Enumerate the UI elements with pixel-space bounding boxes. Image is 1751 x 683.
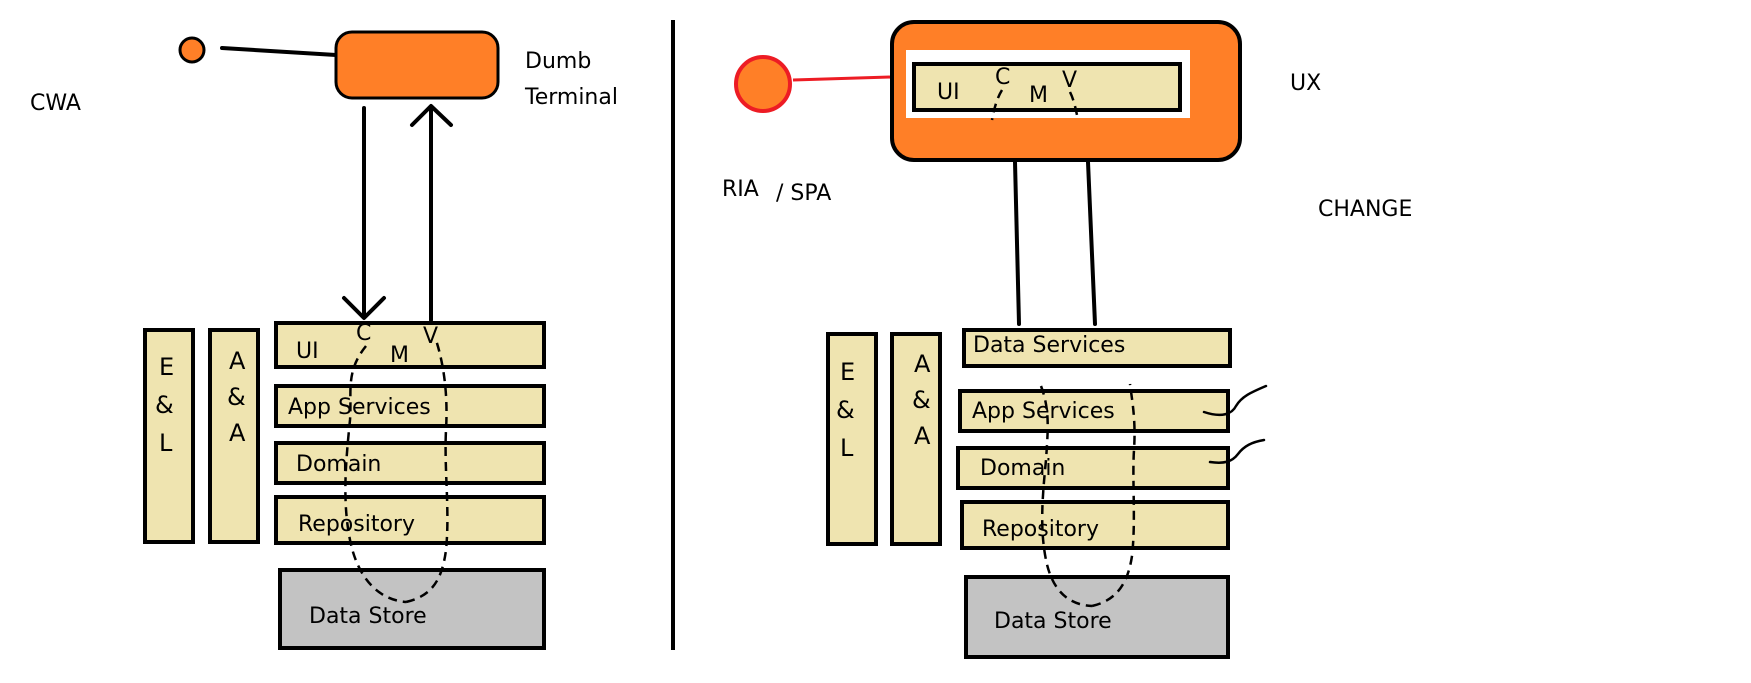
right-connector-right — [1086, 160, 1097, 326]
right-c-label: C — [995, 65, 1010, 90]
right-el-2: & — [836, 396, 855, 424]
right-data-store-label: Data Store — [994, 609, 1112, 634]
right-app-services-label: App Services — [972, 399, 1115, 424]
left-data-store-label: Data Store — [309, 604, 427, 629]
left-user-connector — [220, 46, 338, 57]
right-ui-flow-c — [990, 89, 1004, 121]
right-connector-left — [1013, 160, 1021, 326]
spa-title: / SPA — [776, 181, 831, 206]
left-v-label: V — [423, 324, 438, 349]
right-user-connector — [792, 75, 893, 82]
right-aa-2: & — [912, 386, 931, 414]
request-arrowhead — [342, 296, 386, 320]
left-repository-label: Repository — [298, 512, 415, 537]
ux-label: UX — [1290, 71, 1321, 96]
right-data-services-layer — [962, 328, 1232, 368]
right-ui-layer — [912, 62, 1182, 112]
right-repository-layer — [960, 500, 1230, 550]
change-mark-domain — [1208, 438, 1266, 464]
right-data-store — [964, 575, 1230, 659]
left-el-1: E — [159, 353, 174, 381]
right-ui-flow-v — [1068, 91, 1080, 121]
left-c-label: C — [356, 321, 371, 346]
right-aa-3: A — [914, 422, 931, 450]
left-aa-box — [208, 328, 260, 544]
left-user-dot — [178, 36, 206, 64]
response-arrowhead — [410, 104, 453, 127]
left-m-label: M — [390, 343, 409, 368]
left-aa-2: & — [227, 383, 246, 411]
right-data-services-label: Data Services — [973, 333, 1125, 358]
cwa-title: CWA — [30, 91, 81, 116]
left-aa-3: A — [229, 419, 246, 447]
right-el-3: L — [840, 434, 854, 462]
left-ui-layer — [274, 321, 546, 369]
ria-title: RIA — [722, 177, 759, 202]
right-domain-layer — [956, 446, 1230, 490]
right-repository-label: Repository — [982, 517, 1099, 542]
left-flow-down — [344, 345, 407, 604]
right-aa-1: A — [914, 350, 931, 378]
right-flow-down — [1039, 385, 1093, 608]
terminal-label-line1: Dumb — [525, 49, 591, 74]
left-app-services-layer — [274, 384, 546, 428]
right-app-services-layer — [958, 389, 1230, 433]
left-el-3: L — [159, 429, 173, 457]
terminal-label-line2: Terminal — [524, 85, 618, 110]
left-el-2: & — [155, 391, 174, 419]
left-ui-label: UI — [296, 339, 319, 364]
right-ui-label: UI — [937, 80, 960, 105]
dumb-terminal — [334, 30, 500, 100]
right-aa-box — [890, 332, 942, 546]
left-domain-layer — [274, 441, 546, 485]
left-aa-1: A — [229, 347, 246, 375]
change-mark-app-services — [1202, 384, 1268, 417]
left-app-services-label: App Services — [288, 395, 431, 420]
right-el-1: E — [840, 358, 855, 386]
right-m-label: M — [1029, 83, 1048, 108]
left-el-box — [143, 328, 195, 544]
right-el-box — [826, 332, 878, 546]
right-flow-up — [1091, 383, 1136, 608]
change-label: CHANGE — [1318, 197, 1412, 222]
left-flow-up — [405, 339, 449, 604]
right-domain-label: Domain — [980, 456, 1065, 481]
left-repository-layer — [274, 495, 546, 545]
right-user-dot — [734, 55, 792, 113]
right-v-label: V — [1062, 68, 1077, 93]
left-data-store — [278, 568, 546, 650]
left-domain-label: Domain — [296, 452, 381, 477]
